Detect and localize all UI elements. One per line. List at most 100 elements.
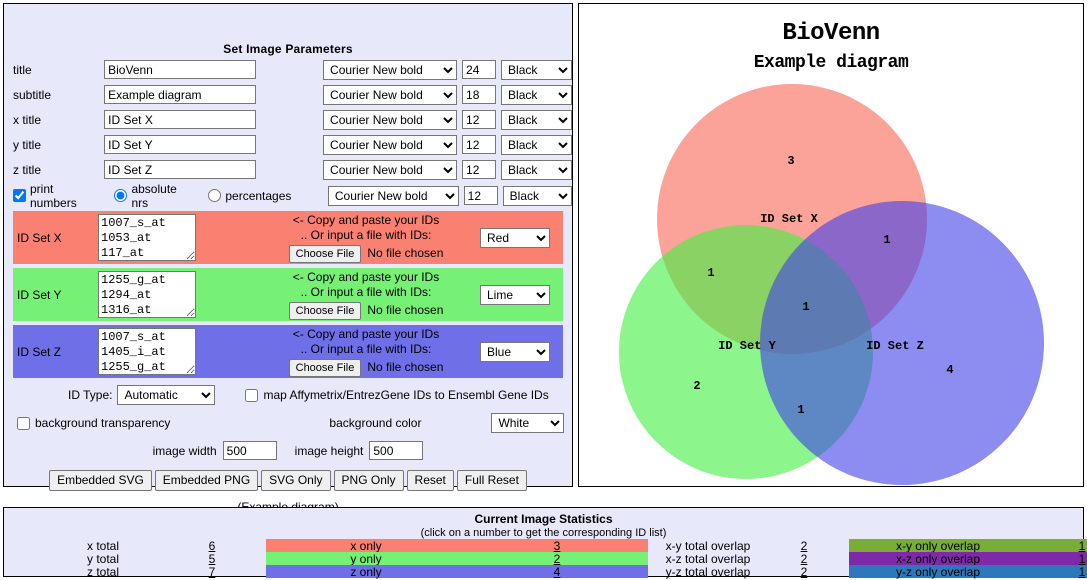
idset-z-color-select[interactable]: Blue xyxy=(480,341,550,362)
venn-count-x-only[interactable]: 3 xyxy=(787,154,794,168)
title-input[interactable] xyxy=(104,60,257,79)
absolute-nrs-radio-label[interactable]: absolute nrs xyxy=(114,182,192,210)
id-type-select[interactable]: Automatic xyxy=(117,385,216,405)
idset-y-file-row: Choose File No file chosen xyxy=(288,301,443,320)
venn-circle-z[interactable] xyxy=(760,201,1044,485)
idset-z-paste-line1: <- Copy and paste your IDs xyxy=(292,326,440,341)
image-height-input[interactable] xyxy=(369,441,424,460)
venn-count-xz-only[interactable]: 1 xyxy=(883,233,890,247)
idset-y-row: ID Set Y 1255_g_at 1294_at 1316_at <- Co… xyxy=(13,268,563,321)
subtitle-color-select[interactable]: Black xyxy=(501,84,572,105)
stats-label-xz-only-overlap: x-z only overlap xyxy=(895,551,981,566)
z-title-input[interactable] xyxy=(104,160,257,179)
x-title-input[interactable] xyxy=(104,110,257,129)
reset-button[interactable]: Reset xyxy=(406,470,454,491)
background-transparency-label[interactable]: background transparency xyxy=(17,416,170,430)
title-font-select[interactable]: Courier New bold xyxy=(323,59,458,80)
x-title-color-select[interactable]: Black xyxy=(501,109,572,130)
idset-y-textarea[interactable]: 1255_g_at 1294_at 1316_at xyxy=(98,271,196,318)
idset-x-row: ID Set X 1007_s_at 1053_at 117_at <- Cop… xyxy=(13,211,563,264)
stats-value-xy-only-overlap[interactable]: 1 xyxy=(1078,538,1086,553)
image-width-label: image width xyxy=(152,443,217,458)
y-title-input[interactable] xyxy=(104,135,257,154)
embedded-png-button[interactable]: Embedded PNG xyxy=(154,470,259,491)
stats-value-yz-only-overlap[interactable]: 1 xyxy=(1078,564,1086,579)
idset-z-choose-file-button[interactable]: Choose File xyxy=(288,358,362,377)
stats-value-xy-total-overlap[interactable]: 2 xyxy=(800,538,808,553)
embedded-svg-button[interactable]: Embedded SVG xyxy=(49,470,152,491)
stats-value-yz-total-overlap[interactable]: 2 xyxy=(800,564,808,579)
stats-value-z-only[interactable]: 4 xyxy=(553,564,561,579)
stats-value-y-only[interactable]: 2 xyxy=(553,551,561,566)
png-only-button[interactable]: PNG Only xyxy=(333,470,404,491)
print-numbers-checkbox-label[interactable]: print numbers xyxy=(13,182,98,210)
idset-x-file-status: No file chosen xyxy=(367,246,444,260)
idset-z-textarea[interactable]: 1007_s_at 1405_i_at 1255_g_at xyxy=(98,328,196,375)
x-title-font-select[interactable]: Courier New bold xyxy=(323,109,458,130)
venn-count-yz-only[interactable]: 1 xyxy=(797,403,804,417)
param-row-x-title: x title Courier New bold Black xyxy=(4,108,572,131)
image-width-input[interactable] xyxy=(222,441,277,460)
venn-count-z-only[interactable]: 4 xyxy=(946,363,953,377)
idset-z-paste-block: <- Copy and paste your IDs .. Or input a… xyxy=(265,325,467,378)
full-reset-button[interactable]: Full Reset xyxy=(456,470,527,491)
subtitle-font-select[interactable]: Courier New bold xyxy=(323,84,458,105)
stats-value-xz-total-overlap[interactable]: 2 xyxy=(800,551,808,566)
idset-x-choose-file-button[interactable]: Choose File xyxy=(288,244,362,263)
stats-value-y-total[interactable]: 5 xyxy=(208,551,216,566)
stats-value-xz-only-overlap[interactable]: 1 xyxy=(1078,551,1086,566)
stats-value-x-only[interactable]: 3 xyxy=(553,538,561,553)
map-ids-checkbox-label[interactable]: map Affymetrix/EntrezGene IDs to Ensembl… xyxy=(245,388,549,402)
idset-y-name: ID Set Y xyxy=(17,287,62,302)
numbers-color-select[interactable]: Black xyxy=(502,185,572,206)
z-title-font-select[interactable]: Courier New bold xyxy=(323,159,458,180)
idset-y-color-select[interactable]: Lime xyxy=(480,284,550,305)
absolute-nrs-radio[interactable] xyxy=(114,189,128,202)
stats-group-total-overlap: x-y total overlap 2 x-z total overlap 2 … xyxy=(652,538,844,579)
venn-label-x: ID Set X xyxy=(760,212,818,226)
percentages-radio[interactable] xyxy=(208,189,222,202)
z-title-color-select[interactable]: Black xyxy=(501,159,572,180)
stats-label-xz-total-overlap: x-z total overlap xyxy=(665,551,751,566)
stats-label-y-only: y only xyxy=(350,551,382,566)
numbers-size-input[interactable] xyxy=(463,186,498,205)
idset-x-textarea[interactable]: 1007_s_at 1053_at 117_at xyxy=(98,214,196,261)
numbers-font-select[interactable]: Courier New bold xyxy=(327,185,459,206)
idset-z-textarea-wrap: 1007_s_at 1405_i_at 1255_g_at xyxy=(98,325,208,378)
venn-count-xy-only[interactable]: 1 xyxy=(707,266,714,280)
background-transparency-checkbox[interactable] xyxy=(17,416,30,430)
y-title-font-select[interactable]: Courier New bold xyxy=(323,134,458,155)
x-title-size-input[interactable] xyxy=(462,110,497,129)
stats-value-x-total[interactable]: 6 xyxy=(208,538,216,553)
subtitle-input[interactable] xyxy=(104,85,257,104)
stats-row-xy-total-overlap: x-y total overlap 2 xyxy=(652,538,844,553)
stats-row-y-total: y total 5 xyxy=(44,551,262,566)
background-color-select[interactable]: White xyxy=(491,413,565,433)
venn-count-xyz[interactable]: 1 xyxy=(802,300,809,314)
stats-row-x-only: x only 3 xyxy=(266,538,648,553)
y-title-color-select[interactable]: Black xyxy=(501,134,572,155)
print-numbers-checkbox[interactable] xyxy=(13,189,26,202)
idset-y-textarea-wrap: 1255_g_at 1294_at 1316_at xyxy=(98,268,208,321)
stats-row-yz-only-overlap: y-z only overlap 1 xyxy=(849,564,1087,579)
background-row: background transparency background color… xyxy=(4,413,572,433)
idset-x-name: ID Set X xyxy=(17,230,62,245)
label-subtitle: subtitle xyxy=(13,87,52,102)
z-title-size-input[interactable] xyxy=(462,160,497,179)
idset-x-color-select[interactable]: Red xyxy=(480,227,550,248)
percentages-text: percentages xyxy=(225,188,292,203)
title-size-input[interactable] xyxy=(462,60,497,79)
map-ids-checkbox[interactable] xyxy=(245,388,259,402)
stats-row-z-only: z only 4 xyxy=(266,564,648,579)
stats-row-xz-total-overlap: x-z total overlap 2 xyxy=(652,551,844,566)
idset-y-paste-line2: .. Or input a file with IDs: xyxy=(300,284,432,299)
stats-label-x-only: x only xyxy=(350,538,382,553)
subtitle-size-input[interactable] xyxy=(462,85,497,104)
svg-only-button[interactable]: SVG Only xyxy=(261,470,331,491)
stats-value-z-total[interactable]: 7 xyxy=(208,564,216,579)
venn-count-y-only[interactable]: 2 xyxy=(693,379,700,393)
title-color-select[interactable]: Black xyxy=(501,59,572,80)
y-title-size-input[interactable] xyxy=(462,135,497,154)
percentages-radio-label[interactable]: percentages xyxy=(208,189,291,203)
idset-y-choose-file-button[interactable]: Choose File xyxy=(288,301,362,320)
